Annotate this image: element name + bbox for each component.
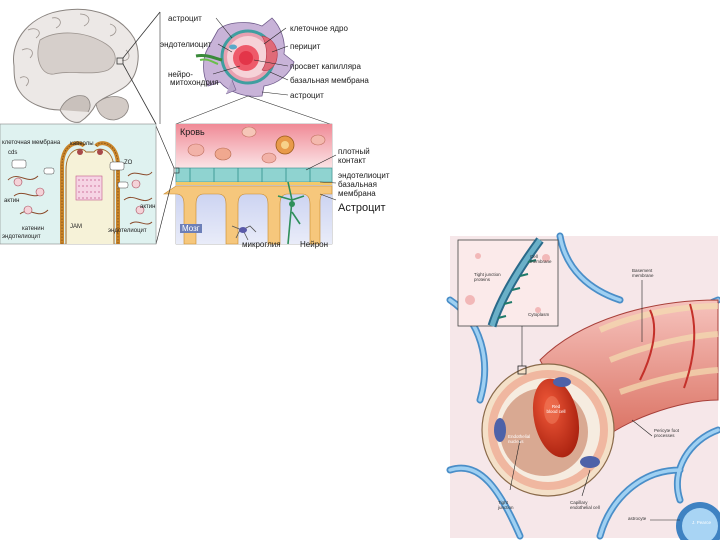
- label-tight-contact-text: плотный контакт: [338, 147, 370, 165]
- label-blood: Кровь: [180, 127, 205, 137]
- label-tight-junction-proteins: Tight junction proteins: [474, 272, 501, 282]
- label-cell-nucleus: клеточное ядро: [290, 24, 348, 33]
- label-pericyte-foot: Pericyte foot processes: [654, 428, 680, 438]
- label-actin-left: актин: [4, 198, 20, 204]
- label-zo: ZO: [124, 160, 133, 166]
- label-neuro: нейро-: [168, 70, 193, 79]
- label-endotheliocyte-left: эндотелиоцит: [2, 234, 41, 240]
- label-tight-junction: Tight junction: [498, 500, 514, 510]
- label-endothelial-nucleus: Endothelial nucleus: [508, 434, 531, 444]
- label-cell-membrane-en: Cell membrane: [530, 254, 552, 264]
- label-tight-contact: плотный контакт: [338, 147, 380, 165]
- label-endotheliocyte-top: эндотелиоцит: [160, 40, 212, 49]
- label-actin-right: актин: [140, 204, 156, 210]
- label-cds: cds: [8, 150, 18, 156]
- label-basal-membrane-mid: базальная мембрана: [338, 180, 382, 198]
- label-astrocyte-bottom: астроцит: [290, 91, 324, 100]
- label-pericyte: перицит: [290, 42, 321, 51]
- label-cell-membrane-inset: клеточная мембрана: [2, 140, 61, 146]
- label-capillary-lumen: просвет капилляра: [290, 62, 361, 71]
- label-endotheliocyte-right: эндотелиоцит: [108, 228, 147, 234]
- label-capillary-cell: Capillary endothelial cell: [570, 500, 600, 510]
- label-astrocyte-top: астроцит: [168, 14, 202, 23]
- label-neuron: Нейрон: [300, 240, 329, 249]
- label-astrocyte-en: astrocyte: [628, 516, 647, 521]
- label-jam: JAM: [70, 224, 82, 230]
- label-microglia: микроглия: [242, 240, 281, 249]
- label-cytoplasm: Cytoplasm: [528, 312, 550, 317]
- label-credit: J. Pearce: [692, 520, 712, 525]
- label-red-blood-cell: Red blood cell: [546, 404, 566, 414]
- label-catenin: катенин: [22, 226, 44, 232]
- label-mitochondria: митохондрия: [170, 78, 219, 87]
- label-caveolae: кавеолы: [70, 141, 94, 147]
- label-astrocyte-mid: Астроцит: [338, 202, 386, 214]
- label-endotheliocyte-mid: эндотелиоцит: [338, 171, 390, 180]
- label-brain: Мозг: [180, 224, 202, 233]
- label-basement-membrane: Basement membrane: [632, 268, 654, 278]
- label-basal-membrane-mid-text: базальная мембрана: [338, 180, 377, 198]
- label-basal-membrane-top: базальная мембрана: [290, 76, 369, 85]
